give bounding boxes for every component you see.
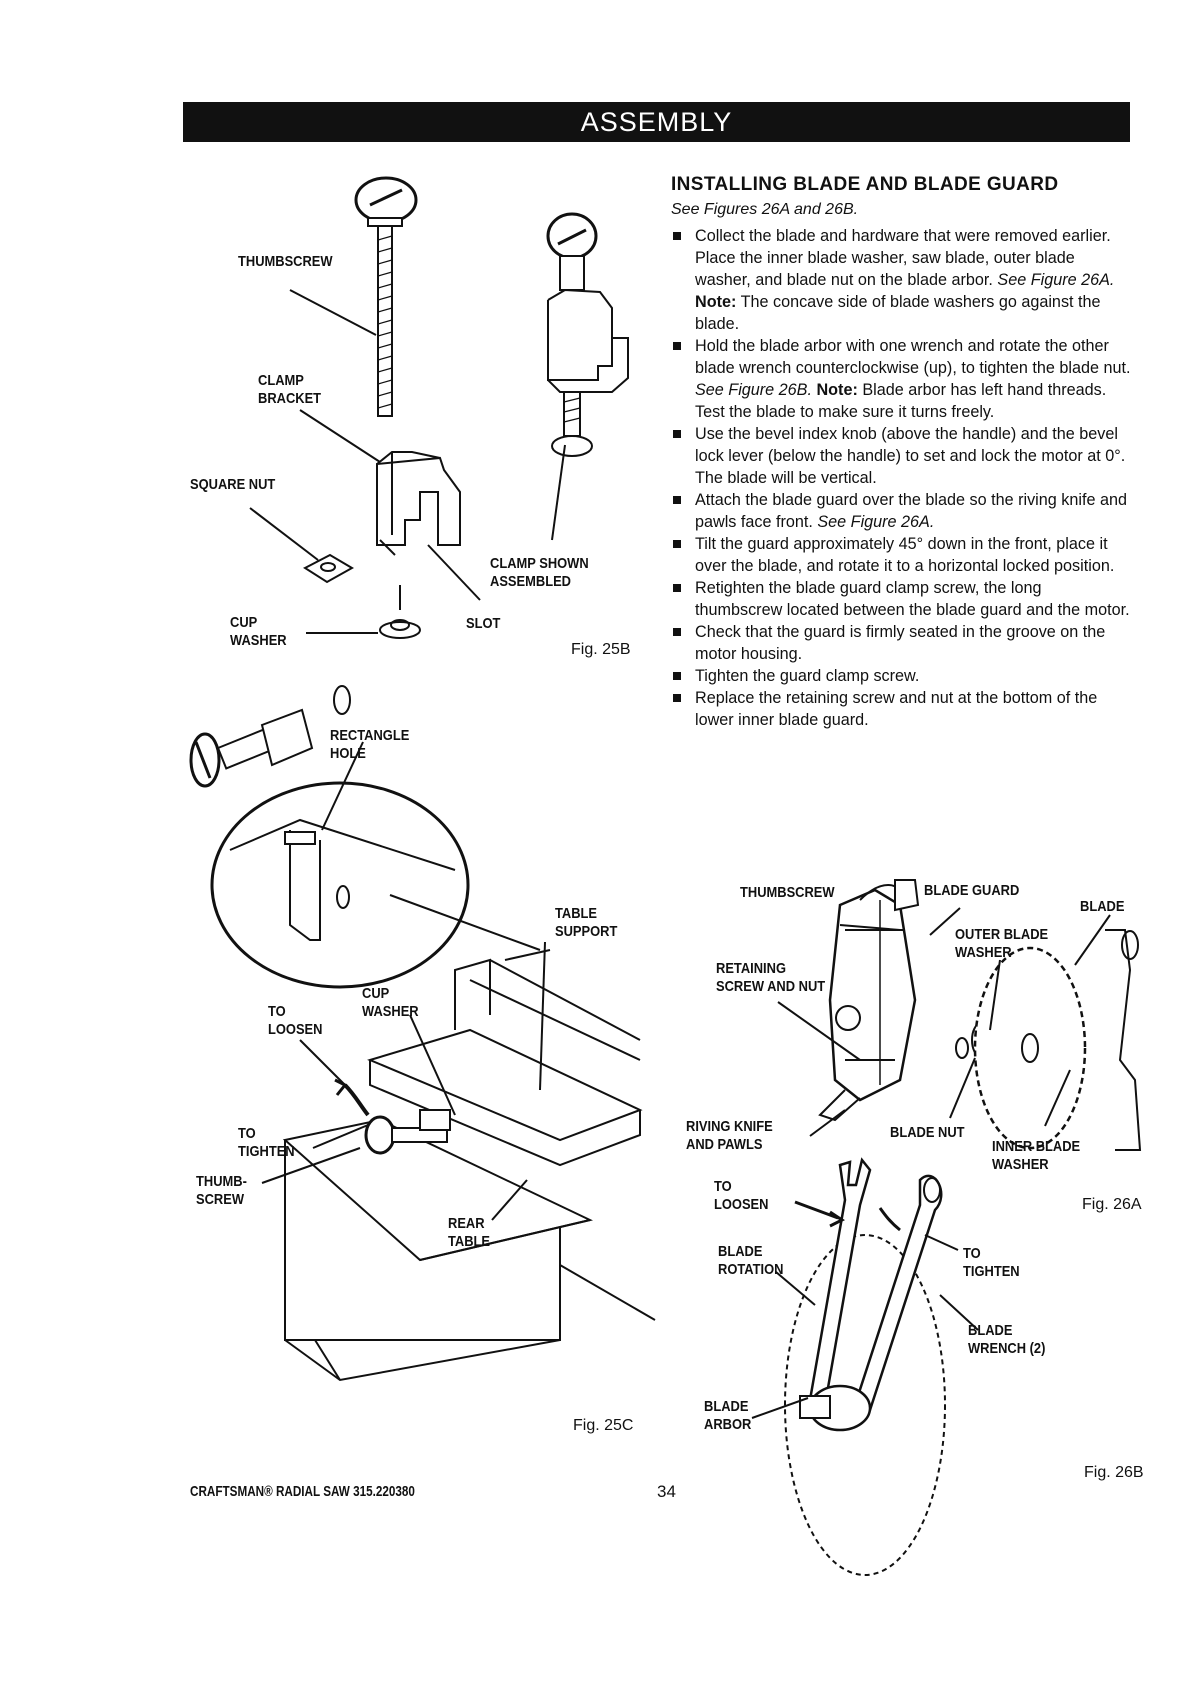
label-thumb-screw-25c: THUMB- SCREW bbox=[196, 1173, 247, 1208]
fig26b-leader-lines bbox=[751, 1200, 979, 1419]
label-square-nut: SQUARE NUT bbox=[190, 476, 276, 493]
footer-brand: CRAFTSMAN® RADIAL SAW 315.220380 bbox=[190, 1483, 415, 1500]
label-blade-arbor: BLADE ARBOR bbox=[704, 1398, 752, 1433]
label-riving-knife-and-pawls: RIVING KNIFE AND PAWLS bbox=[686, 1118, 773, 1153]
installation-steps: Collect the blade and hardware that were… bbox=[671, 225, 1131, 731]
label-to-loosen-25c: TO LOOSEN bbox=[268, 1003, 323, 1038]
label-outer-blade-washer: OUTER BLADE WASHER bbox=[955, 926, 1049, 961]
label-rear-table: REAR TABLE bbox=[448, 1215, 491, 1250]
step-item: Tilt the guard approximately 45° down in… bbox=[671, 533, 1131, 577]
caption-fig-26b: Fig. 26B bbox=[1084, 1464, 1144, 1481]
label-to-tighten-26b: TO TIGHTEN bbox=[963, 1245, 1020, 1280]
label-blade-rotation: BLADE ROTATION bbox=[718, 1243, 784, 1278]
step-item: Replace the retaining screw and nut at t… bbox=[671, 687, 1131, 731]
fig26b-wrench-drawing bbox=[799, 1157, 943, 1432]
fig25b-assembled-clamp-drawing bbox=[546, 212, 629, 457]
fig25b-exploded-clamp-drawing bbox=[303, 176, 461, 639]
label-thumbscrew-25b: THUMBSCREW bbox=[238, 253, 333, 270]
step-item: Collect the blade and hardware that were… bbox=[671, 225, 1131, 335]
step-item: Attach the blade guard over the blade so… bbox=[671, 489, 1131, 533]
fig25c-leader-lines bbox=[261, 741, 551, 1221]
label-to-tighten-25c: TO TIGHTEN bbox=[238, 1125, 295, 1160]
fig25c-table-drawing bbox=[282, 958, 656, 1382]
fig25b-leader-lines bbox=[249, 289, 566, 634]
label-slot: SLOT bbox=[466, 615, 501, 632]
caption-fig-25c: Fig. 25C bbox=[573, 1417, 634, 1434]
step-item: Retighten the blade guard clamp screw, t… bbox=[671, 577, 1131, 621]
label-inner-blade-washer: INNER BLADE WASHER bbox=[992, 1138, 1081, 1173]
caption-fig-25b: Fig. 25B bbox=[571, 641, 631, 658]
label-blade-guard: BLADE GUARD bbox=[924, 882, 1020, 899]
step-item: Use the bevel index knob (above the hand… bbox=[671, 423, 1131, 489]
label-blade: BLADE bbox=[1080, 898, 1125, 915]
label-cup-washer-25c: CUP WASHER bbox=[362, 985, 419, 1020]
label-clamp-shown-assembled: CLAMP SHOWN ASSEMBLED bbox=[490, 555, 589, 590]
section-figure-reference: See Figures 26A and 26B. bbox=[671, 201, 859, 218]
label-table-support: TABLE SUPPORT bbox=[555, 905, 618, 940]
fig26b-blade-drawing bbox=[784, 1234, 946, 1576]
step-item: Check that the guard is firmly seated in… bbox=[671, 621, 1131, 665]
step-item: Tighten the guard clamp screw. bbox=[671, 665, 1131, 687]
fig26a-blade-guard-drawing bbox=[818, 879, 920, 1122]
caption-fig-26a: Fig. 26A bbox=[1082, 1196, 1142, 1213]
fig25c-detail-circle bbox=[210, 781, 470, 989]
label-rectangle-hole: RECTANGLE HOLE bbox=[330, 727, 410, 762]
section-banner: ASSEMBLY bbox=[183, 102, 1130, 142]
page-number: 34 bbox=[657, 1482, 676, 1501]
label-to-loosen-26b: TO LOOSEN bbox=[714, 1178, 769, 1213]
step-item: Hold the blade arbor with one wrench and… bbox=[671, 335, 1131, 423]
label-retaining-screw-and-nut: RETAINING SCREW AND NUT bbox=[716, 960, 826, 995]
banner-title: ASSEMBLY bbox=[580, 106, 733, 137]
label-blade-wrench: BLADE WRENCH (2) bbox=[968, 1322, 1046, 1357]
section-title: INSTALLING BLADE AND BLADE GUARD bbox=[671, 174, 1059, 195]
label-blade-nut: BLADE NUT bbox=[890, 1124, 965, 1141]
label-thumbscrew-26a: THUMBSCREW bbox=[740, 884, 835, 901]
label-cup-washer-25b: CUP WASHER bbox=[230, 614, 287, 649]
fig26a-leader-lines bbox=[777, 907, 1111, 1137]
fig25c-thumbscrew-inset bbox=[189, 685, 351, 788]
label-clamp-bracket: CLAMP BRACKET bbox=[258, 372, 322, 407]
